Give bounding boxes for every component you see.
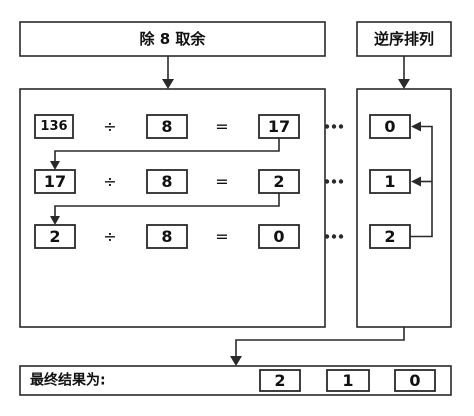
remainder-row-2: 1	[369, 169, 411, 194]
divide-header: 除 8 取余	[19, 21, 326, 57]
divide-operator: ÷	[103, 227, 116, 246]
reverse-header-title: 逆序排列	[374, 30, 434, 48]
divisor-value: 8	[161, 117, 172, 136]
division-row-2: 17 ÷ 8 = 2	[34, 169, 344, 194]
quotient-value: 2	[273, 172, 284, 191]
dividend-cell	[34, 114, 74, 139]
header-down-arrow-left	[162, 56, 174, 89]
header-down-arrow-right	[398, 56, 410, 89]
ellipsis-icon	[324, 234, 344, 239]
remainder-value: 0	[384, 117, 395, 136]
result-digit-1: 2	[259, 369, 301, 392]
reverse-header: 逆序排列	[356, 21, 452, 57]
divide-header-title: 除 8 取余	[140, 30, 207, 48]
divide-operator: ÷	[103, 172, 116, 191]
carry-arrow-2	[50, 193, 280, 225]
equals-sign: =	[215, 172, 228, 191]
divide-header-box	[19, 21, 326, 57]
dividend-value: 17	[44, 172, 66, 191]
result-bar	[19, 365, 452, 396]
result-digit-value: 0	[409, 371, 420, 390]
division-row-3: 2 ÷ 8 = 0	[34, 224, 344, 249]
remainder-cell	[369, 114, 411, 139]
carry-arrow-1	[50, 138, 280, 170]
remainder-cell	[369, 169, 411, 194]
divisor-cell	[146, 224, 188, 249]
divisor-cell	[146, 169, 188, 194]
reverse-arrow-head	[411, 176, 421, 187]
divide-operator: ÷	[103, 117, 116, 136]
result-digit-3: 0	[394, 369, 436, 392]
reverse-header-box	[356, 21, 452, 57]
result-connector-arrow	[230, 327, 405, 366]
reverse-arrow-head	[411, 121, 421, 132]
equals-sign: =	[215, 117, 228, 136]
reverse-order-bracket	[410, 121, 433, 238]
quotient-value: 17	[268, 117, 290, 136]
result-digit-cell	[259, 369, 301, 392]
division-row-1: 136 ÷ 8 = 17	[34, 114, 344, 139]
remainder-row-1: 0	[369, 114, 411, 139]
ellipsis-icon	[324, 179, 344, 184]
ellipsis-icon	[324, 124, 344, 129]
result-digit-cell	[326, 369, 370, 392]
equals-sign: =	[215, 227, 228, 246]
quotient-cell	[258, 224, 300, 249]
divisor-value: 8	[161, 227, 172, 246]
divisor-value: 8	[161, 172, 172, 191]
remainder-value: 2	[384, 227, 395, 246]
result-digit-2: 1	[326, 369, 370, 392]
result-digit-value: 1	[342, 371, 353, 390]
dividend-value: 2	[49, 227, 60, 246]
remainder-row-3: 2	[369, 224, 411, 249]
result-digit-cell	[394, 369, 436, 392]
result-digit-value: 2	[274, 371, 285, 390]
remainder-value: 1	[384, 172, 395, 191]
quotient-value: 0	[273, 227, 284, 246]
result-label: 最终结果为:	[30, 372, 106, 389]
divisor-cell	[146, 114, 188, 139]
dividend-value: 136	[40, 119, 67, 134]
